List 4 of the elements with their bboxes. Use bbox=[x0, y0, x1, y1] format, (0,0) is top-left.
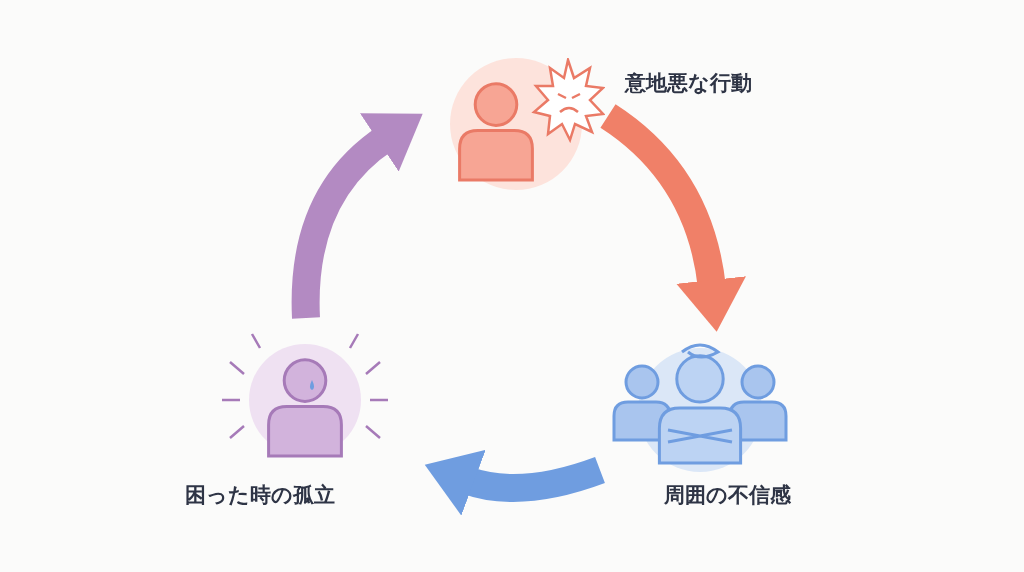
node-label: 困った時の孤立 bbox=[185, 482, 335, 509]
node-label: 意地悪な行動 bbox=[625, 70, 752, 97]
node-label: 周囲の不信感 bbox=[664, 482, 791, 509]
curved-arrow bbox=[424, 449, 605, 516]
